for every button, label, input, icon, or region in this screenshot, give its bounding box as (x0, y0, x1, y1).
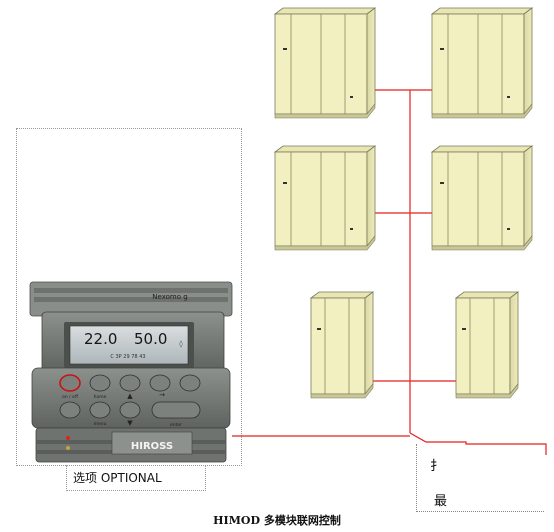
up-button[interactable] (119, 374, 141, 392)
note-pointer-line (409, 432, 547, 455)
on-off-button[interactable] (59, 374, 81, 392)
menu-key-label: menu (94, 422, 107, 427)
enter-button[interactable] (151, 401, 201, 419)
controller-unit: ▲ ▼ → ◊ Nexomo g 22.0 50.0 C 3P 29 78 43… (29, 281, 233, 463)
diagram-caption: HIMOD 多模块联网控制 (213, 514, 341, 527)
cabinet-4 (430, 145, 534, 251)
home-key-label: home (94, 394, 107, 400)
cabinet-6 (454, 291, 520, 399)
cabinet-3 (273, 145, 377, 251)
arrow-down-icon: ▼ (127, 419, 133, 427)
arrow-right-icon: → (159, 391, 165, 399)
left-button[interactable] (149, 374, 171, 392)
lcd-humidity: 50.0 (134, 330, 167, 348)
status-led-red (66, 436, 70, 440)
lcd-temperature: 22.0 (84, 330, 117, 348)
cabinet-5 (309, 291, 375, 399)
optional-controller-frame (16, 128, 242, 466)
on-off-key-label: on / off (62, 394, 79, 400)
home-button[interactable] (89, 374, 111, 392)
arrow-up-icon: ▲ (127, 392, 133, 400)
controller-brand-top: Nexomo g (152, 293, 187, 301)
note-line-2: 最 (434, 494, 448, 509)
controller-brand-bottom: HIROSS (131, 441, 173, 452)
escape-button[interactable] (89, 401, 111, 419)
right-button[interactable] (179, 374, 201, 392)
note-box (416, 444, 544, 512)
lcd-display (69, 325, 189, 365)
note-line-1: 扌 (430, 459, 444, 474)
optional-label: 选项 OPTIONAL (73, 471, 162, 485)
menu-button[interactable] (59, 401, 81, 419)
cabinet-1 (273, 7, 377, 119)
status-led-amber (66, 446, 70, 450)
network-wiring (232, 89, 547, 455)
enter-key-label: enter (170, 422, 182, 428)
thermometer-icon: ◊ (179, 340, 183, 348)
lcd-status-row: C 3P 29 78 43 (110, 354, 145, 360)
down-button[interactable] (119, 401, 141, 419)
cabinet-2 (430, 7, 534, 119)
optional-label-frame (66, 465, 206, 491)
